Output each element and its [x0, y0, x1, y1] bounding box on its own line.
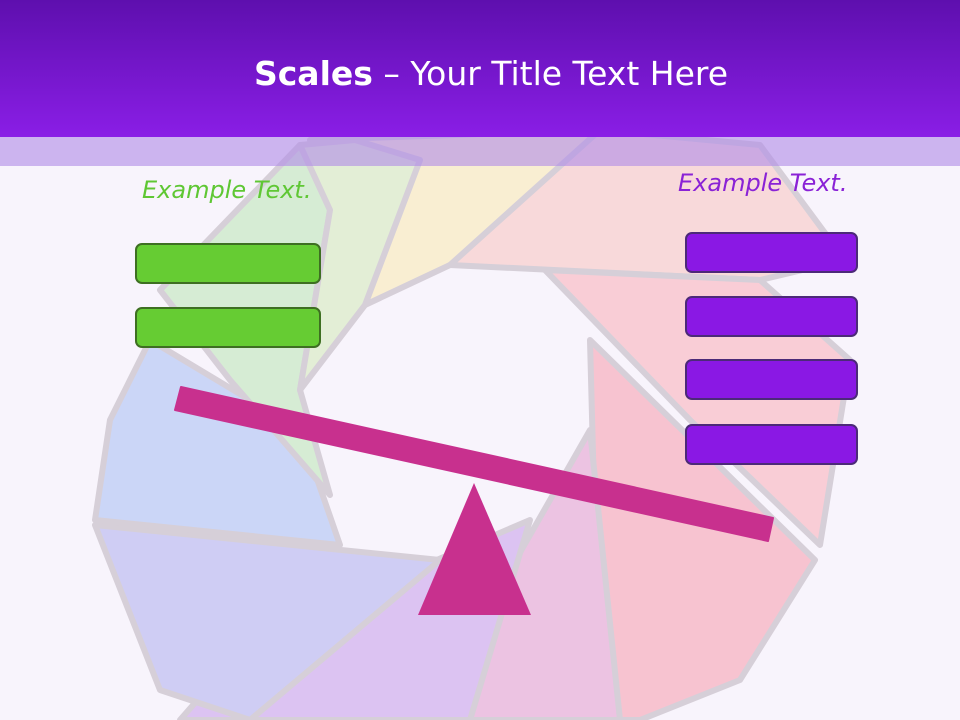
right-box-2	[685, 296, 858, 337]
scale-fulcrum	[418, 483, 531, 615]
left-box-1	[135, 243, 321, 284]
title-bar	[0, 0, 960, 137]
right-example-text: Example Text.	[678, 169, 848, 197]
left-example-text: Example Text.	[142, 176, 312, 204]
title-keyword: Scales	[253, 54, 373, 93]
scale-beam	[174, 386, 774, 542]
aperture-blade-periwinkle	[92, 522, 443, 720]
title-strip	[0, 137, 960, 166]
right-box-1	[685, 232, 858, 273]
title-text: – Your Title Text Here	[372, 54, 729, 93]
slide-title: Scales – Your Title Text Here	[0, 52, 960, 96]
right-box-3	[685, 359, 858, 400]
right-box-4	[685, 424, 858, 465]
left-box-2	[135, 307, 321, 348]
